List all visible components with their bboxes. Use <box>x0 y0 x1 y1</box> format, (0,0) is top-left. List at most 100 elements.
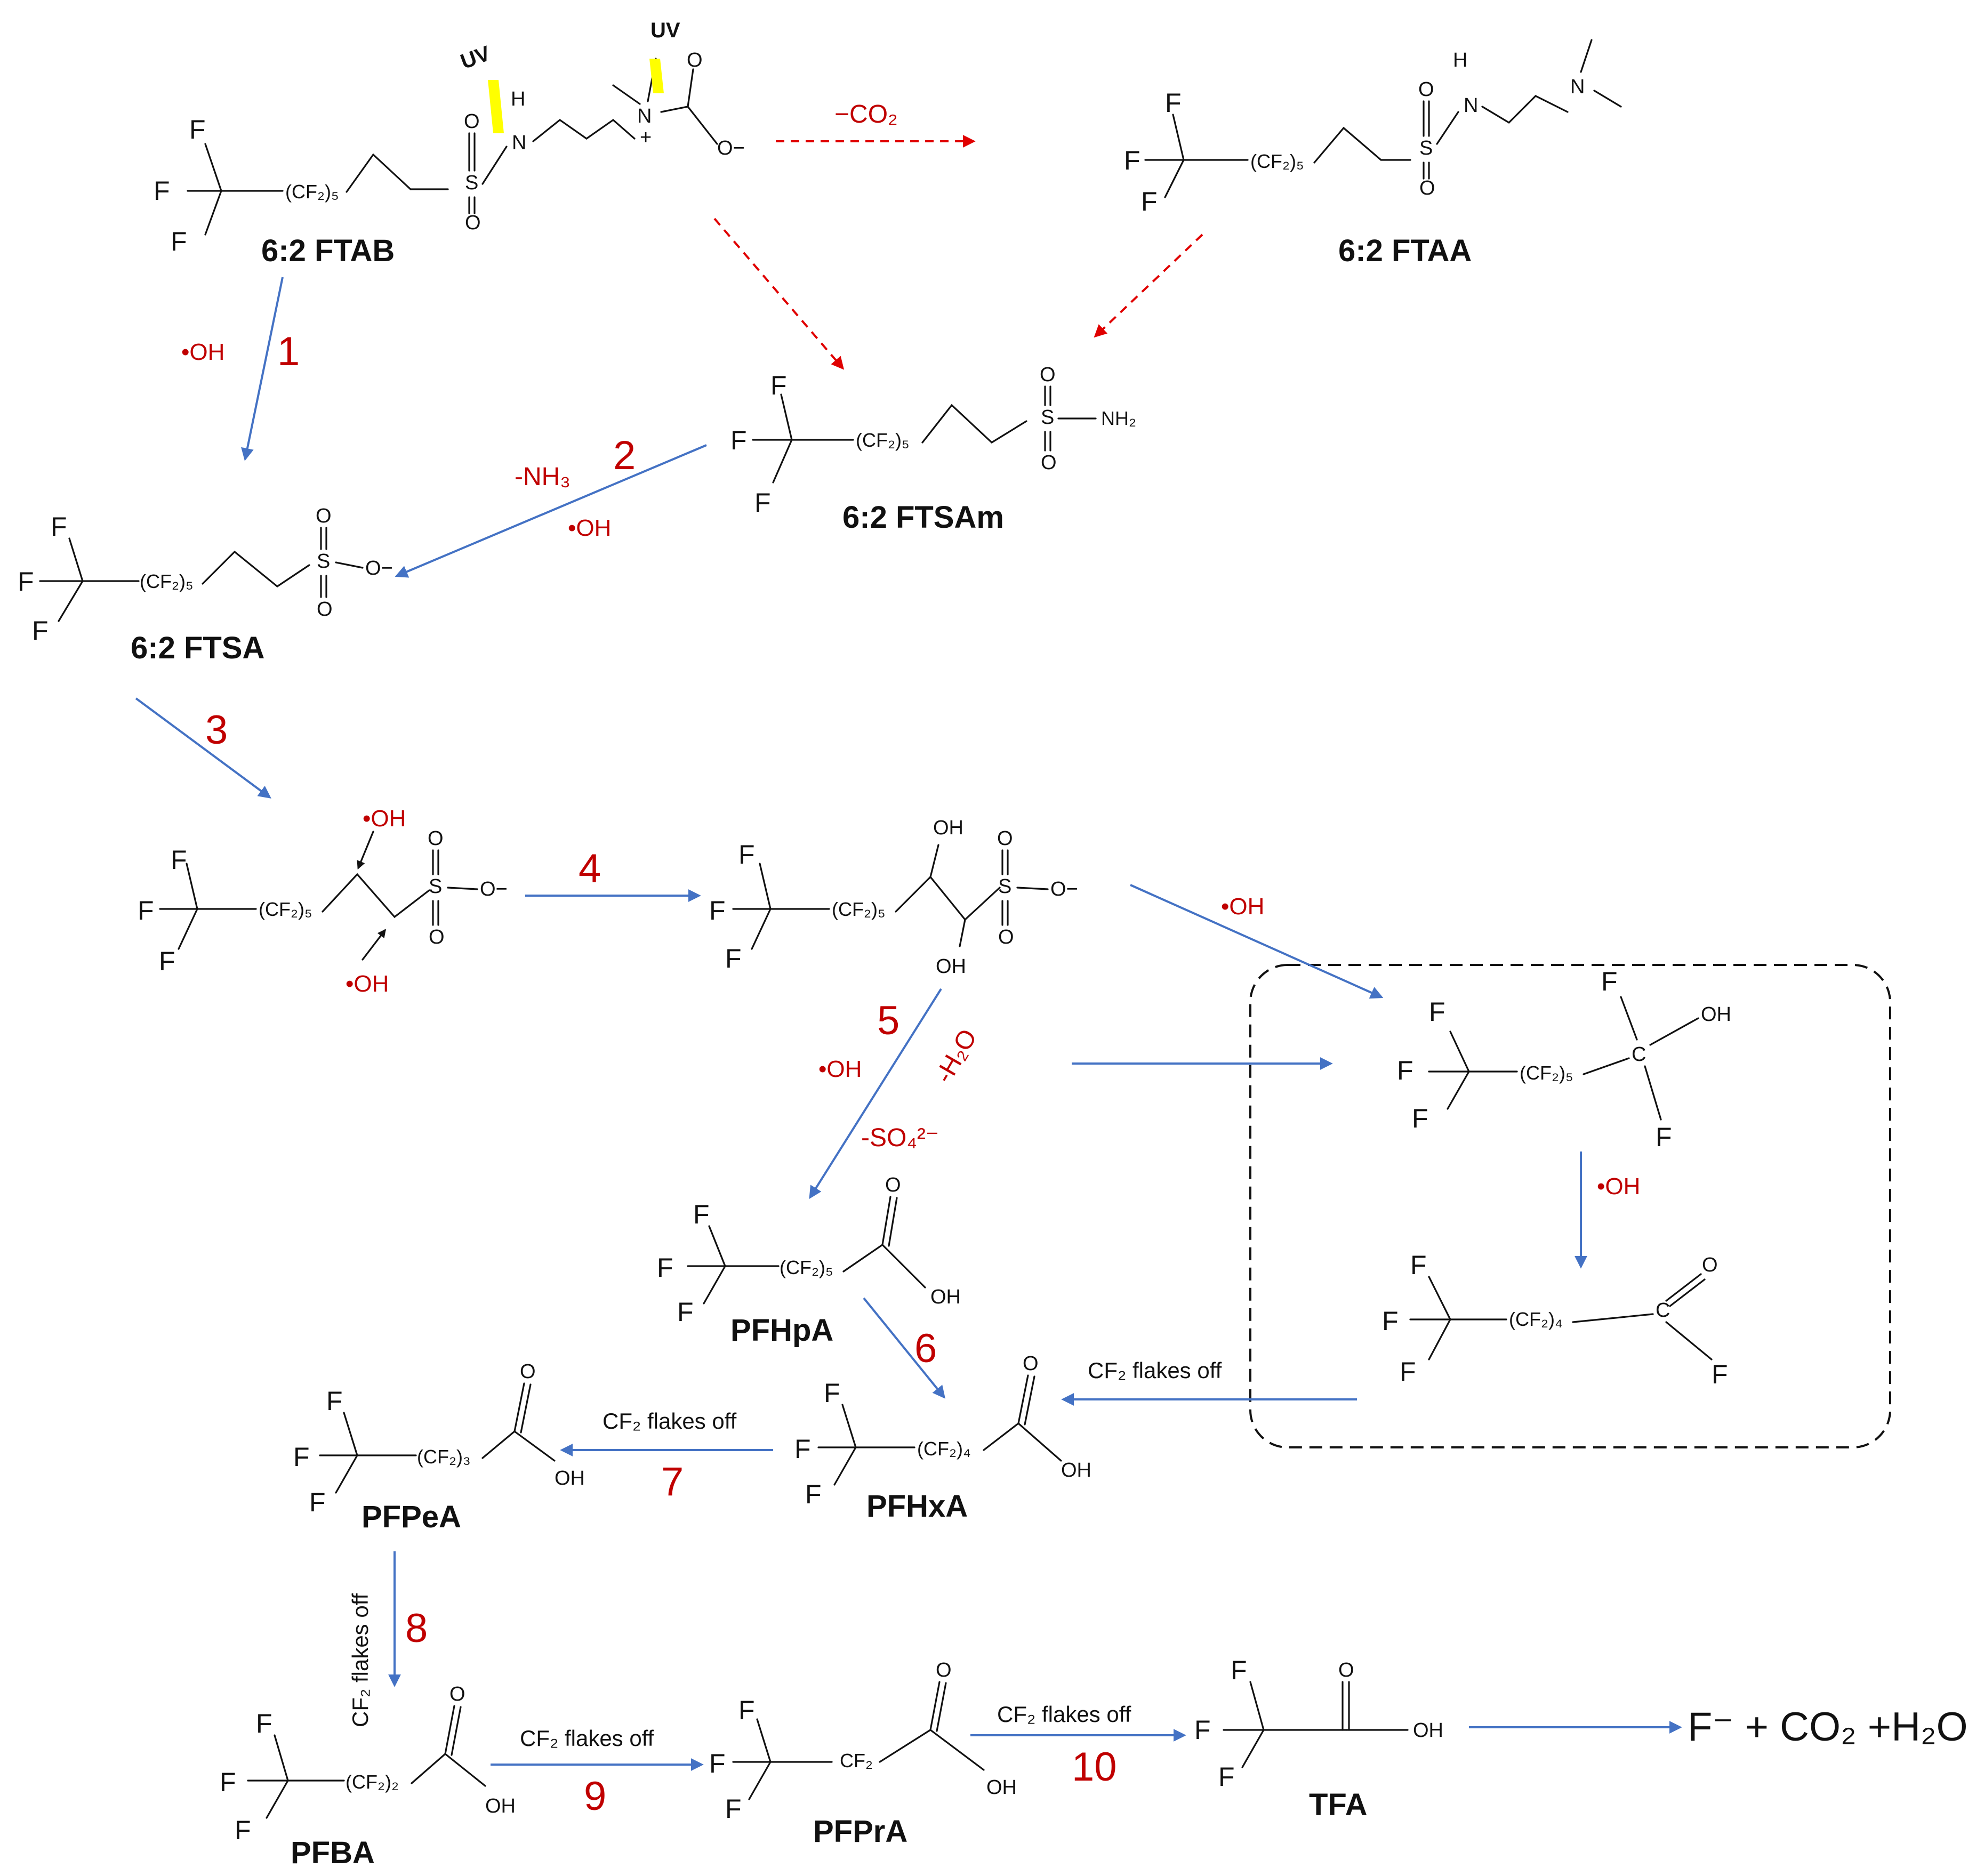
atom-o: O <box>1338 1659 1354 1681</box>
step-number-6: 6 <box>914 1326 937 1371</box>
atom-f: F <box>189 115 206 144</box>
atom-o: O <box>316 505 332 527</box>
atom-f: F <box>154 176 170 206</box>
label-cf2-loss: CF₂ flakes off <box>520 1726 654 1751</box>
atom-s: S <box>465 172 478 194</box>
step-number-3: 3 <box>205 707 228 753</box>
compound-name-6-2-ftab: 6:2 FTAB <box>261 234 395 268</box>
molecule-ftsa-oh-attack: F F F (CF₂)₅ O S O O− •OH •OH <box>138 806 508 997</box>
atom-oh: OH <box>1061 1459 1091 1482</box>
atom-o: O <box>1702 1254 1718 1276</box>
molecule-pfpra: F F F CF₂ O OH PFPrA <box>709 1659 1017 1849</box>
uv-light-icon <box>488 80 504 133</box>
atom-o: O <box>1040 364 1056 386</box>
compound-name-tfa: TFA <box>1309 1788 1368 1822</box>
step-number-7: 7 <box>661 1459 684 1504</box>
group-cf2-5: (CF₂)₅ <box>856 429 909 451</box>
radical-oh-label: •OH <box>1597 1173 1640 1199</box>
atom-c: C <box>1632 1043 1646 1066</box>
atom-o-minus: O− <box>717 137 745 159</box>
atom-oh: OH <box>933 817 963 839</box>
uv-label: UV <box>457 42 494 74</box>
atom-s: S <box>429 875 442 898</box>
radical-oh-label: •OH <box>346 971 389 997</box>
compound-name-6-2-ftsa: 6:2 FTSA <box>131 631 264 665</box>
atom-o: O <box>936 1659 952 1681</box>
molecule-tfa: F F F O OH TFA <box>1194 1655 1443 1822</box>
atom-o-minus: O− <box>1050 878 1078 900</box>
atom-f: F <box>309 1487 326 1517</box>
step-number-1: 1 <box>277 329 300 374</box>
atom-f: F <box>171 227 187 256</box>
atom-f: F <box>1382 1306 1399 1336</box>
atom-s: S <box>998 875 1011 898</box>
molecule-pfpea: F F F (CF₂)₃ O OH PFPeA <box>293 1360 585 1534</box>
atom-f: F <box>1429 997 1445 1027</box>
atom-f: F <box>730 425 747 455</box>
atom-o: O <box>998 926 1014 948</box>
group-cf2-2: (CF₂)₂ <box>346 1771 399 1793</box>
step-number-2: 2 <box>613 433 636 478</box>
molecule-6-2-ftsa: F F F (CF₂)₅ O S O O− 6:2 FTSA <box>18 505 393 665</box>
compound-name-pfhpa: PFHpA <box>730 1313 833 1348</box>
atom-o: O <box>1041 452 1057 474</box>
atom-f: F <box>1601 967 1618 996</box>
label-cf2-loss: CF₂ flakes off <box>348 1593 373 1727</box>
atom-o: O <box>464 110 480 133</box>
radical-oh-label: •OH <box>818 1056 862 1082</box>
group-cf2-5: (CF₂)₅ <box>259 898 312 920</box>
atom-o: O <box>997 827 1013 850</box>
atom-f: F <box>794 1434 811 1464</box>
atom-o: O <box>520 1360 536 1383</box>
atom-f: F <box>1410 1250 1427 1280</box>
atom-h: H <box>1453 49 1467 71</box>
atom-f: F <box>1656 1122 1672 1152</box>
atom-f: F <box>235 1815 251 1845</box>
atom-f: F <box>1231 1655 1247 1685</box>
atom-o: O <box>1418 78 1434 101</box>
atom-f: F <box>220 1767 236 1797</box>
molecule-6-2-ftaa: F F F (CF₂)₅ O S O N H N 6:2 FTAA <box>1124 39 1622 268</box>
radical-oh-label: •OH <box>1221 893 1264 920</box>
uv-light-icon <box>649 59 664 93</box>
group-cf2-5: (CF₂)₅ <box>140 570 193 592</box>
intermediate-box <box>1249 964 1891 1448</box>
molecule-pfba: F F F (CF₂)₂ O OH PFBA <box>220 1683 516 1870</box>
atom-f: F <box>738 1695 755 1725</box>
molecule-6-2-ftab: F F F (CF₂)₅ O S O N H N + O O− UV UV 6:… <box>154 19 745 268</box>
atom-f: F <box>709 1749 726 1778</box>
atom-n: N <box>1464 94 1478 117</box>
molecule-pfhxa: F F F (CF₂)₄ O OH PFHxA <box>794 1352 1091 1524</box>
atom-f: F <box>805 1479 822 1509</box>
compound-name-pfpea: PFPeA <box>362 1500 461 1534</box>
atom-oh: OH <box>936 955 966 978</box>
atom-n: N <box>512 132 526 154</box>
atom-f: F <box>1400 1357 1416 1387</box>
final-products: F⁻ + CO₂ +H₂O <box>1688 1704 1968 1750</box>
label-deamination: -NH₃ <box>515 463 571 491</box>
atom-f: F <box>725 944 742 973</box>
step-number-8: 8 <box>405 1606 428 1651</box>
compound-name-6-2-ftaa: 6:2 FTAA <box>1338 234 1472 268</box>
atom-f: F <box>824 1378 840 1408</box>
arrow-ftab-to-ftsam <box>713 218 845 370</box>
atom-o: O <box>687 49 703 71</box>
arrow-diol-to-alcohol <box>1130 884 1384 999</box>
atom-f: F <box>770 371 787 400</box>
label-dehydration: -H₂O <box>930 1025 983 1088</box>
molecule-6-2-ftsam: F F F (CF₂)₅ O S O NH₂ 6:2 FTSAm <box>730 364 1136 535</box>
radical-oh-label: •OH <box>568 515 611 541</box>
atom-f: F <box>1712 1359 1728 1389</box>
atom-oh: OH <box>1701 1003 1731 1026</box>
group-cf2-4: (CF₂)₄ <box>917 1438 971 1460</box>
arrow-step-1 <box>241 277 284 461</box>
group-cf2-5: (CF₂)₅ <box>1250 150 1304 172</box>
molecule-diol-intermediate: F F F (CF₂)₅ OH OH O S O O− <box>709 817 1078 978</box>
label-cf2-loss: CF₂ flakes off <box>1088 1358 1222 1383</box>
arrow-step-2 <box>395 444 707 578</box>
atom-f: F <box>293 1442 310 1472</box>
atom-o: O <box>428 827 444 850</box>
atom-h: H <box>511 88 525 110</box>
